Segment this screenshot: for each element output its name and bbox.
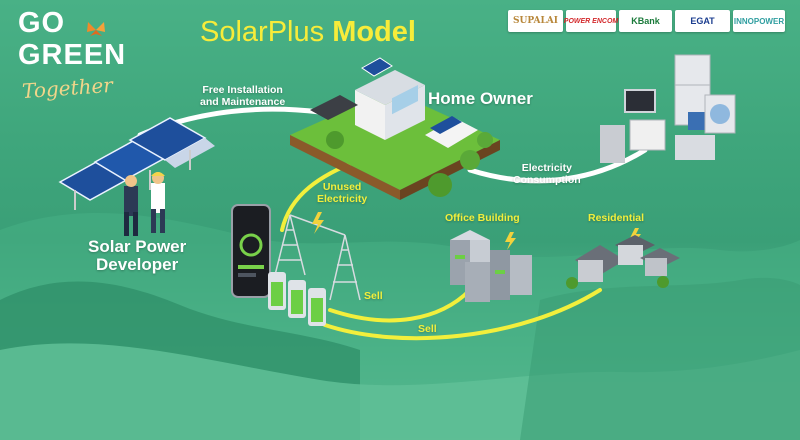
partner-innopower-text: INNOPOWER	[733, 16, 785, 26]
mountain-right	[520, 277, 800, 440]
partner-kbank-text: KBank	[631, 16, 660, 26]
label-residential: Residential	[588, 212, 645, 224]
residential-illustration	[566, 235, 680, 289]
solar-farm-illustration	[58, 117, 215, 210]
lightning-icon-1	[312, 212, 324, 234]
battery-bank-illustration	[268, 272, 326, 326]
label-sell-2: Sell	[418, 323, 437, 335]
logo-green: GREEN	[18, 39, 127, 71]
partner-egat-text: EGAT	[690, 16, 715, 26]
butterfly-icon	[87, 22, 105, 36]
label-solar-power-developer: Solar Power Developer	[88, 237, 187, 274]
label-unused-electricity: Unused Electricity	[317, 181, 368, 205]
office-building-illustration	[450, 230, 532, 302]
partner-logo-power-encom: POWER ENCOM	[563, 10, 619, 32]
label-home-owner: Home Owner	[428, 89, 533, 108]
flow-line-sell-office	[328, 288, 472, 323]
appliances-illustration	[600, 54, 736, 163]
developer-figures	[124, 172, 165, 236]
lightning-icon-2	[505, 232, 516, 250]
power-tower-illustration	[274, 214, 361, 301]
title-bold: Model	[332, 16, 416, 48]
label-electricity-consumption: Electricity Consumption	[513, 162, 581, 186]
title-regular: SolarPlus	[200, 16, 325, 48]
label-office-building: Office Building	[445, 212, 520, 224]
partner-logo-innopower: INNOPOWER	[733, 10, 785, 32]
page-title: SolarPlus Model	[200, 16, 416, 49]
logo-go: GO	[18, 7, 66, 39]
partner-power-encom-text: POWER ENCOM	[563, 17, 619, 25]
home-island-illustration	[290, 57, 500, 200]
partner-logo-egat: EGAT	[675, 10, 730, 32]
smartphone-illustration	[231, 204, 271, 298]
flow-line-consumption	[467, 147, 648, 184]
partner-logo-supalai: SUPALAI	[508, 10, 563, 32]
label-sell-1: Sell	[364, 290, 383, 302]
flow-line-sell-residential	[323, 288, 602, 341]
partner-supalai-text: SUPALAI	[513, 16, 558, 26]
partner-logo-kbank: KBank	[619, 10, 672, 32]
label-free-installation: Free Installation and Maintenance	[200, 84, 286, 108]
